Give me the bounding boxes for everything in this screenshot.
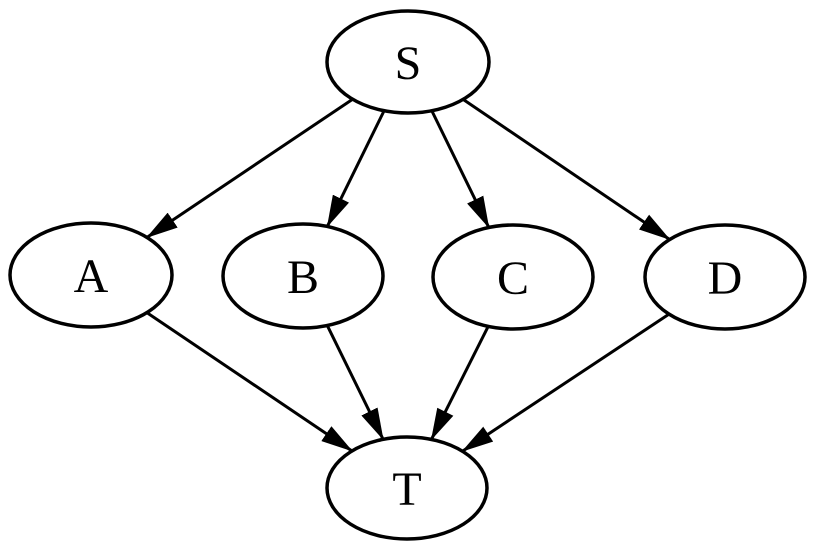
node-A-label: A <box>74 250 109 303</box>
node-D-label: D <box>708 252 743 305</box>
node-A-ellipse <box>8 221 174 329</box>
edge-A-to-T <box>146 311 353 453</box>
node-C-ellipse <box>431 223 595 331</box>
node-S: S <box>325 9 491 115</box>
edge-B-to-T <box>325 324 385 441</box>
node-T-label: T <box>392 463 421 516</box>
node-D: D <box>643 223 807 331</box>
edge-S-to-C <box>430 110 491 229</box>
node-C: C <box>431 223 595 331</box>
node-T: T <box>325 435 489 541</box>
edge-S-to-B <box>325 110 386 228</box>
edge-S-to-D <box>462 98 671 241</box>
node-C-label: C <box>497 252 529 305</box>
edge-D-to-T <box>461 312 670 453</box>
node-D-ellipse <box>643 223 807 331</box>
node-B-label: B <box>287 251 319 304</box>
node-B-ellipse <box>221 222 385 330</box>
node-S-ellipse <box>325 9 491 115</box>
edge-S-to-A <box>146 97 354 239</box>
edge-C-to-T <box>430 325 490 441</box>
node-A: A <box>8 221 174 329</box>
node-B: B <box>221 222 385 330</box>
node-S-label: S <box>395 37 422 90</box>
node-T-ellipse <box>325 435 489 541</box>
